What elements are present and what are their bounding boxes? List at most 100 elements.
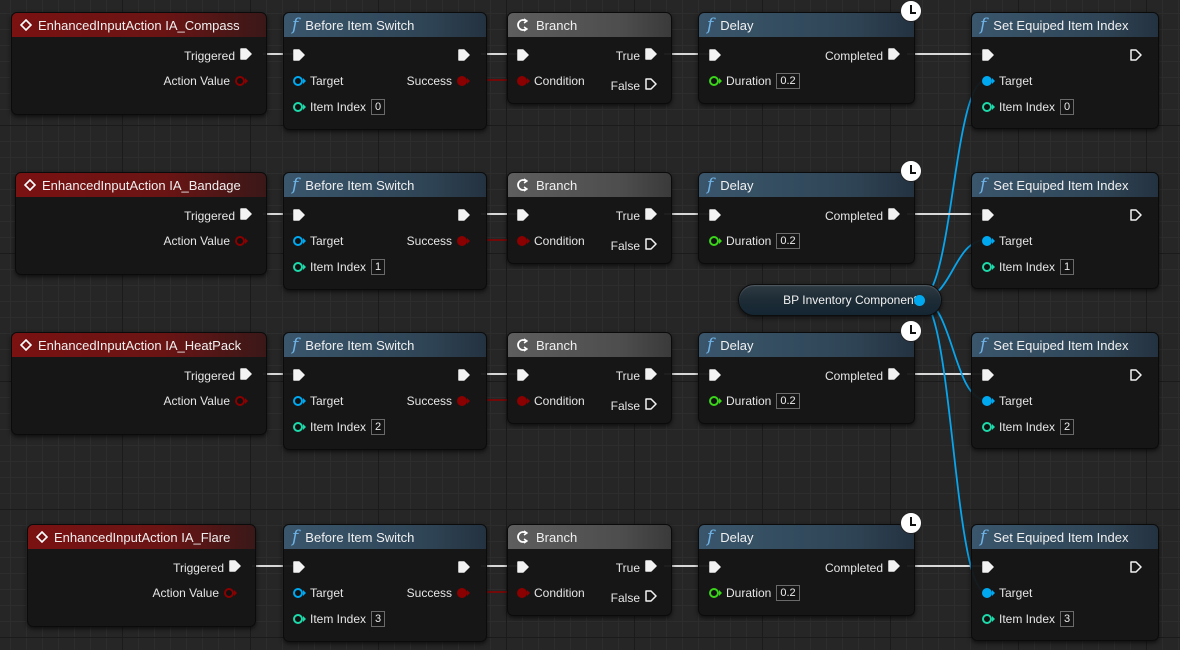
target-pin[interactable]: [982, 236, 999, 246]
exec-in-pin[interactable]: [982, 368, 994, 386]
set-equiped-item-index-node[interactable]: f Set Equiped Item Index Target Item Ind…: [971, 524, 1159, 641]
item-index-pin[interactable]: [293, 262, 310, 272]
true-exec-pin[interactable]: [645, 208, 657, 223]
triggered-exec-pin[interactable]: [240, 368, 252, 383]
exec-out-pin[interactable]: [458, 208, 470, 226]
item-index-input[interactable]: 2: [1060, 419, 1075, 435]
exec-in-pin[interactable]: [517, 368, 529, 386]
item-index-input[interactable]: 3: [371, 611, 386, 627]
exec-out-pin[interactable]: [458, 560, 470, 578]
item-index-input[interactable]: 2: [371, 419, 386, 435]
condition-pin[interactable]: [517, 236, 534, 246]
exec-in-pin[interactable]: [709, 208, 721, 226]
exec-in-pin[interactable]: [982, 560, 994, 578]
item-index-pin[interactable]: [982, 422, 999, 432]
exec-in-pin[interactable]: [293, 368, 305, 386]
event-node[interactable]: EnhancedInputAction IA_HeatPack Triggere…: [11, 332, 267, 435]
item-index-input[interactable]: 1: [371, 259, 386, 275]
branch-node[interactable]: Branch True Condition False: [507, 12, 672, 104]
item-index-pin[interactable]: [982, 102, 999, 112]
before-item-switch-node[interactable]: f Before Item Switch Target Success Item…: [283, 332, 487, 450]
delay-node[interactable]: f Delay Completed Duration 0.2: [698, 12, 915, 104]
exec-in-pin[interactable]: [709, 560, 721, 578]
completed-exec-pin[interactable]: [888, 48, 900, 63]
delay-node[interactable]: f Delay Completed Duration 0.2: [698, 332, 915, 424]
true-exec-pin[interactable]: [645, 368, 657, 383]
success-pin[interactable]: [457, 396, 474, 406]
item-index-input[interactable]: 0: [371, 99, 386, 115]
exec-in-pin[interactable]: [517, 208, 529, 226]
exec-in-pin[interactable]: [517, 48, 529, 66]
event-node[interactable]: EnhancedInputAction IA_Flare Triggered A…: [27, 524, 256, 627]
object-output-pin[interactable]: [914, 295, 925, 306]
exec-out-pin[interactable]: [1130, 48, 1142, 66]
exec-in-pin[interactable]: [709, 368, 721, 386]
item-index-pin[interactable]: [982, 262, 999, 272]
item-index-input[interactable]: 0: [1060, 99, 1075, 115]
exec-in-pin[interactable]: [982, 48, 994, 66]
action-value-pin[interactable]: [235, 236, 252, 246]
exec-in-pin[interactable]: [293, 560, 305, 578]
duration-input[interactable]: 0.2: [776, 233, 800, 249]
triggered-exec-pin[interactable]: [240, 208, 252, 223]
exec-in-pin[interactable]: [293, 208, 305, 226]
exec-out-pin[interactable]: [1130, 560, 1142, 578]
item-index-input[interactable]: 3: [1060, 611, 1075, 627]
completed-exec-pin[interactable]: [888, 560, 900, 575]
exec-out-pin[interactable]: [458, 48, 470, 66]
exec-in-pin[interactable]: [293, 48, 305, 66]
branch-node[interactable]: Branch True Condition False: [507, 172, 672, 264]
bp-inventory-component-node[interactable]: BP Inventory Component: [738, 284, 942, 316]
true-exec-pin[interactable]: [645, 560, 657, 575]
set-equiped-item-index-node[interactable]: f Set Equiped Item Index Target Item Ind…: [971, 172, 1159, 289]
success-pin[interactable]: [457, 76, 474, 86]
target-pin[interactable]: [293, 396, 310, 406]
duration-pin[interactable]: [709, 76, 726, 86]
false-exec-pin[interactable]: [645, 78, 657, 93]
event-node[interactable]: EnhancedInputAction IA_Compass Triggered…: [11, 12, 267, 115]
item-index-pin[interactable]: [982, 614, 999, 624]
exec-in-pin[interactable]: [709, 48, 721, 66]
before-item-switch-node[interactable]: f Before Item Switch Target Success Item…: [283, 172, 487, 290]
target-pin[interactable]: [293, 236, 310, 246]
exec-in-pin[interactable]: [517, 560, 529, 578]
event-node[interactable]: EnhancedInputAction IA_Bandage Triggered…: [15, 172, 267, 275]
set-equiped-item-index-node[interactable]: f Set Equiped Item Index Target Item Ind…: [971, 12, 1159, 129]
duration-pin[interactable]: [709, 396, 726, 406]
exec-out-pin[interactable]: [1130, 208, 1142, 226]
triggered-exec-pin[interactable]: [229, 560, 241, 575]
completed-exec-pin[interactable]: [888, 208, 900, 223]
action-value-pin[interactable]: [235, 396, 252, 406]
target-pin[interactable]: [982, 396, 999, 406]
delay-node[interactable]: f Delay Completed Duration 0.2: [698, 172, 915, 264]
item-index-pin[interactable]: [293, 102, 310, 112]
branch-node[interactable]: Branch True Condition False: [507, 524, 672, 616]
completed-exec-pin[interactable]: [888, 368, 900, 383]
delay-node[interactable]: f Delay Completed Duration 0.2: [698, 524, 915, 616]
target-pin[interactable]: [293, 588, 310, 598]
target-pin[interactable]: [982, 588, 999, 598]
target-pin[interactable]: [982, 76, 999, 86]
exec-out-pin[interactable]: [1130, 368, 1142, 386]
before-item-switch-node[interactable]: f Before Item Switch Target Success Item…: [283, 12, 487, 130]
false-exec-pin[interactable]: [645, 238, 657, 253]
set-equiped-item-index-node[interactable]: f Set Equiped Item Index Target Item Ind…: [971, 332, 1159, 449]
item-index-input[interactable]: 1: [1060, 259, 1075, 275]
duration-input[interactable]: 0.2: [776, 73, 800, 89]
action-value-pin[interactable]: [235, 76, 252, 86]
item-index-pin[interactable]: [293, 422, 310, 432]
false-exec-pin[interactable]: [645, 590, 657, 605]
duration-pin[interactable]: [709, 588, 726, 598]
duration-input[interactable]: 0.2: [776, 393, 800, 409]
condition-pin[interactable]: [517, 396, 534, 406]
success-pin[interactable]: [457, 236, 474, 246]
false-exec-pin[interactable]: [645, 398, 657, 413]
item-index-pin[interactable]: [293, 614, 310, 624]
exec-out-pin[interactable]: [458, 368, 470, 386]
action-value-pin[interactable]: [224, 588, 241, 598]
before-item-switch-node[interactable]: f Before Item Switch Target Success Item…: [283, 524, 487, 642]
branch-node[interactable]: Branch True Condition False: [507, 332, 672, 424]
condition-pin[interactable]: [517, 76, 534, 86]
success-pin[interactable]: [457, 588, 474, 598]
duration-pin[interactable]: [709, 236, 726, 246]
